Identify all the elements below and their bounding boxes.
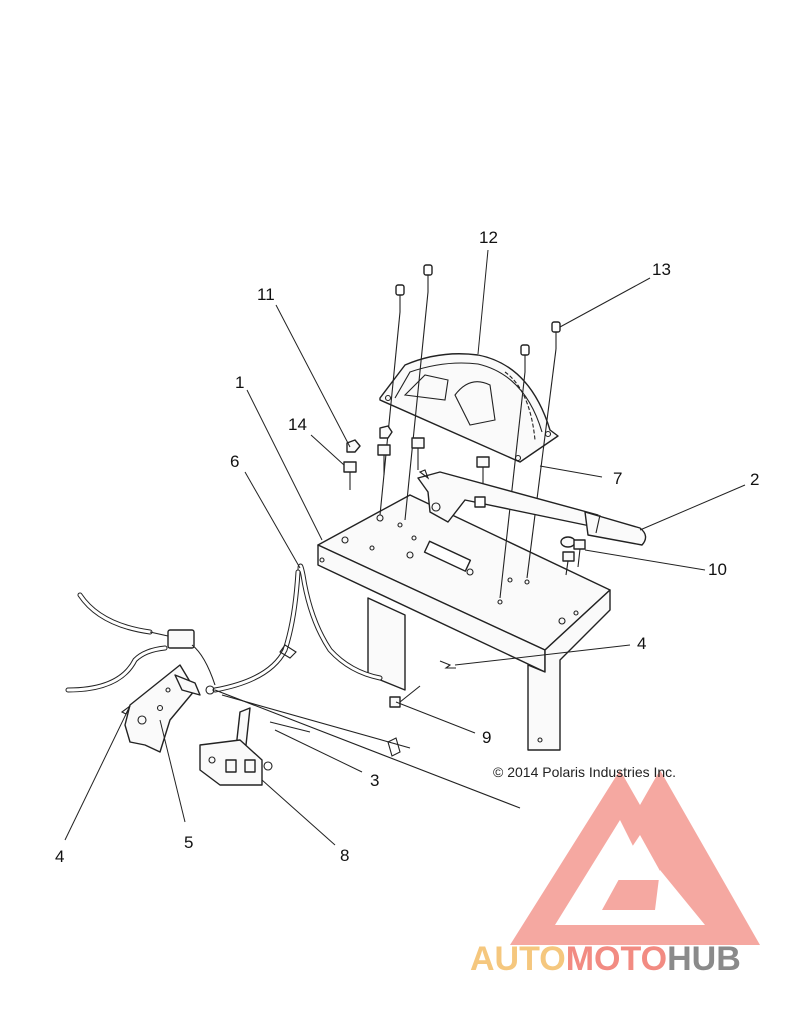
nut-10-icon (560, 536, 576, 548)
clip-4a-icon (439, 660, 456, 669)
callout-6: 6 (230, 452, 239, 471)
brake-lever (417, 469, 647, 546)
fasteners (343, 425, 586, 576)
bolt-c-icon (476, 456, 490, 485)
mounting-plate (317, 494, 611, 751)
watermark-triangle-cutout (610, 835, 665, 880)
caliper-assembly (199, 707, 273, 786)
callout-labels: 1 2 3 4 4 5 6 7 8 9 10 11 12 13 14 (55, 228, 759, 866)
callout-2: 2 (750, 470, 759, 489)
callout-12: 12 (479, 228, 498, 247)
bracket (124, 664, 215, 753)
nut-a-icon (379, 425, 393, 439)
screw-b-icon (423, 264, 433, 292)
screw-d-icon (551, 321, 561, 349)
bolt-14-icon (343, 461, 357, 490)
bolt-a-icon (377, 444, 391, 475)
watermark-logo (510, 770, 760, 945)
bolt-10b-icon (562, 551, 575, 576)
copyright-text: © 2014 Polaris Industries Inc. (493, 764, 676, 780)
callout-10: 10 (708, 560, 727, 579)
nut-11-icon (346, 439, 361, 453)
callout-14: 14 (288, 415, 307, 434)
leader-lines (64, 249, 746, 846)
bolt-10a-icon (573, 539, 586, 568)
bolt-b-icon (411, 437, 425, 470)
screws (379, 264, 561, 599)
screw-a-icon (395, 284, 405, 312)
callout-4-upper: 4 (637, 634, 646, 653)
watermark-moto: MOTO (566, 940, 667, 978)
screw-c-icon (520, 344, 530, 372)
callout-9: 9 (482, 728, 491, 747)
callout-1: 1 (235, 373, 244, 392)
console-cover (379, 353, 559, 463)
watermark-hub: HUB (667, 940, 741, 978)
brake-cables (65, 563, 521, 809)
small-parts (120, 660, 456, 715)
callout-4-lower: 4 (55, 847, 64, 866)
callout-8: 8 (340, 846, 349, 865)
watermark-text: AUTOMOTOHUB (470, 940, 741, 978)
callout-7: 7 (613, 469, 622, 488)
callout-13: 13 (652, 260, 671, 279)
callout-11: 11 (257, 285, 275, 304)
callout-5: 5 (184, 833, 193, 852)
pin-9-icon (389, 685, 421, 708)
watermark-auto: AUTO (470, 940, 566, 978)
callout-3: 3 (370, 771, 379, 790)
